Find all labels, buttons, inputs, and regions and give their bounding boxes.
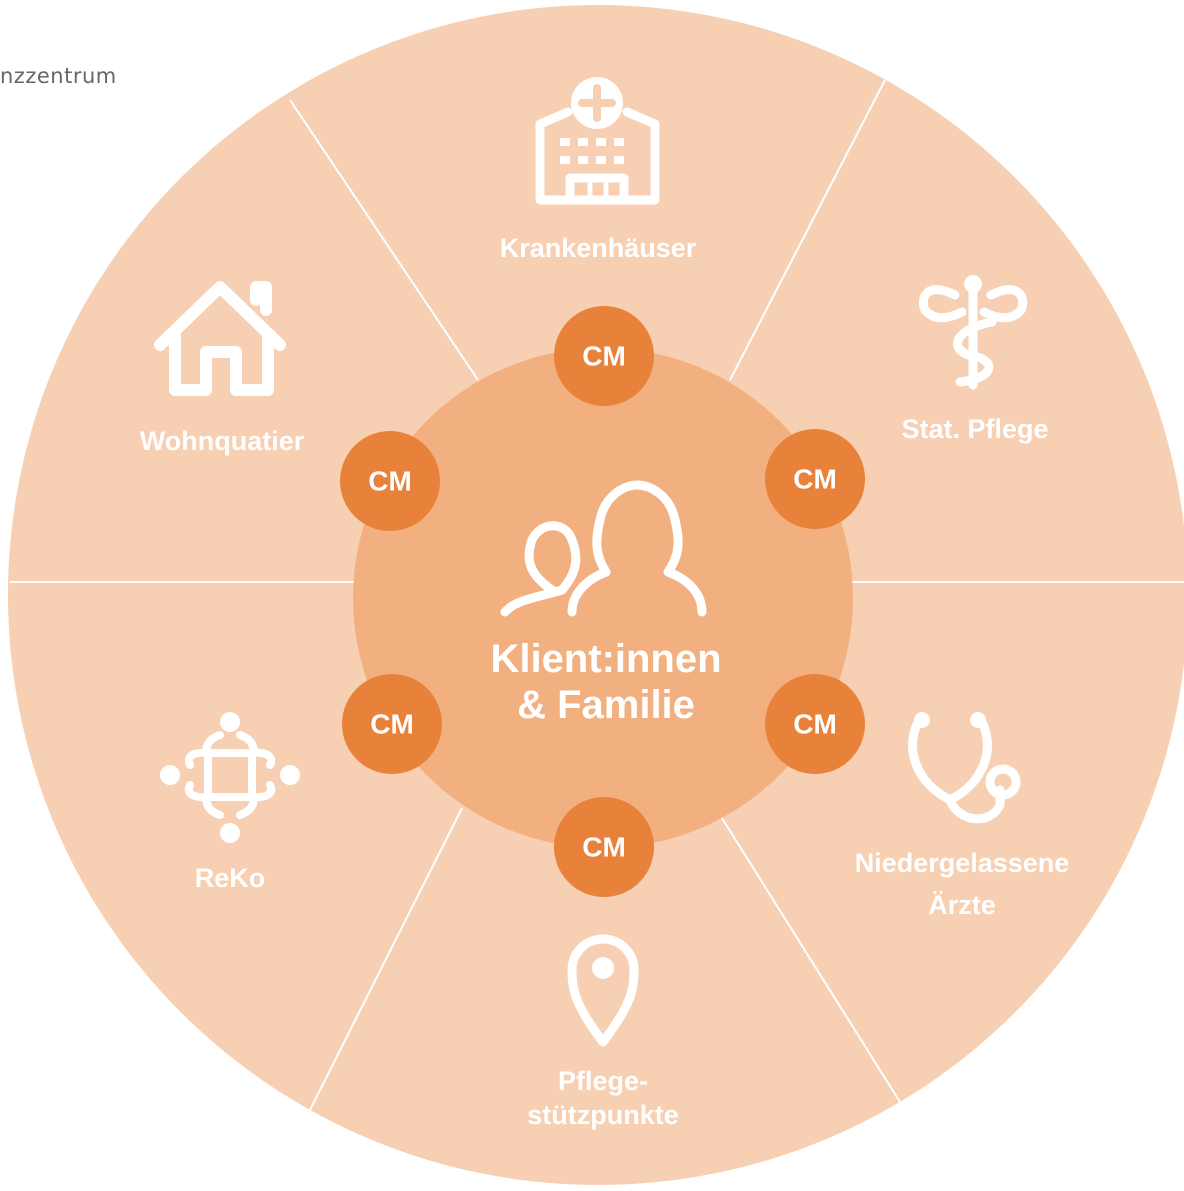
house-icon [154, 281, 286, 396]
center-line1: Klient:innen [490, 637, 721, 681]
stethoscope-icon [908, 717, 1021, 824]
stethoscope-earpiece-right [970, 712, 986, 728]
network-nodes [160, 712, 300, 843]
label-stuetzpunkte: stützpunkte [527, 1100, 679, 1130]
location-pin-icon [567, 934, 639, 1047]
corner-text: nzzentrum [0, 64, 117, 88]
label-reko: ReKo [195, 863, 266, 893]
center-line2: & Familie [517, 683, 695, 727]
stethoscope-earpiece-left [914, 712, 930, 728]
cm-label: CM [582, 341, 626, 372]
cm-badge-upper-right: CM [765, 429, 865, 529]
cm-badge-lower-left: CM [342, 674, 442, 774]
cm-label: CM [793, 464, 837, 495]
label-stat-pflege: Stat. Pflege [901, 414, 1048, 444]
caduceus-top [964, 275, 982, 293]
cm-badge-upper-left: CM [340, 431, 440, 531]
cm-badge-bottom: CM [554, 797, 654, 897]
label-krankenhaeuser: Krankenhäuser [500, 233, 697, 263]
network-icon [184, 731, 276, 819]
caduceus-icon [918, 285, 1028, 390]
client-circle [353, 348, 853, 848]
label-pflege: Pflege- [558, 1066, 648, 1096]
cm-label: CM [368, 466, 412, 497]
cm-badge-top: CM [554, 306, 654, 406]
cm-label: CM [582, 832, 626, 863]
segment-dividers [10, 79, 1184, 1111]
label-niedergelassene: Niedergelassene [855, 848, 1070, 878]
cm-label: CM [793, 709, 837, 740]
cm-badge-lower-right: CM [765, 674, 865, 774]
hospital-icon [535, 77, 660, 205]
label-aerzte: Ärzte [928, 890, 996, 920]
location-pin-dot [592, 957, 614, 979]
cm-label: CM [370, 709, 414, 740]
hospital-windows [560, 138, 624, 164]
label-wohnquatier: Wohnquatier [140, 426, 305, 456]
people-icon [500, 480, 707, 617]
